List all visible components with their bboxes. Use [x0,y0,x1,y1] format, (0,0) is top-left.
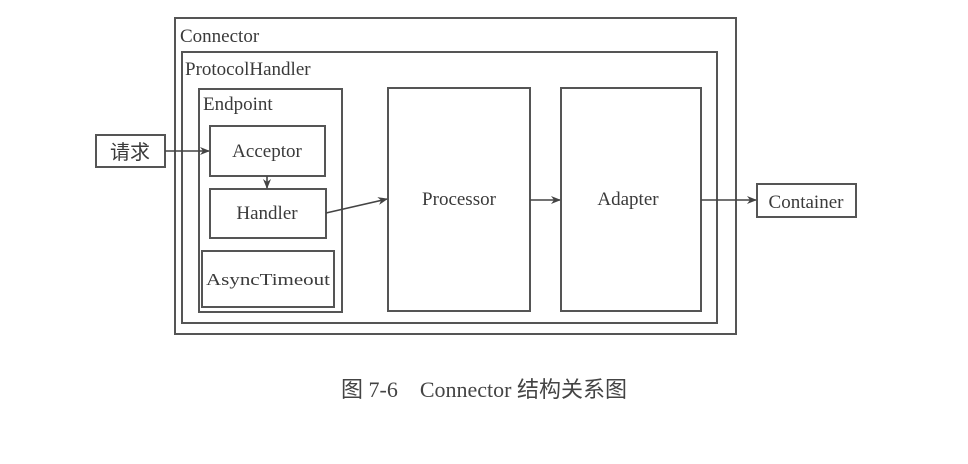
connector-box [174,17,737,335]
async-timeout-label: AsyncTimeout [206,270,330,289]
endpoint-box [198,88,343,313]
protocol-handler-label: ProtocolHandler [185,59,311,80]
acceptor-label: Acceptor [232,141,302,162]
container-box [756,183,857,218]
connector-label: Connector [180,26,260,47]
endpoint-label: Endpoint [203,94,273,115]
handler-box [209,188,327,239]
protocol-handler-box [181,51,718,324]
edge-handler-to-processor [325,197,388,214]
container-label: Container [769,192,845,213]
adapter-label: Adapter [597,189,659,210]
handler-label: Handler [236,203,298,224]
request-label: 请求 [110,141,150,164]
figure-caption: 图 7-6 Connector 结构关系图 [341,377,627,402]
async-timeout-box [201,250,335,308]
processor-label: Processor [422,189,497,210]
